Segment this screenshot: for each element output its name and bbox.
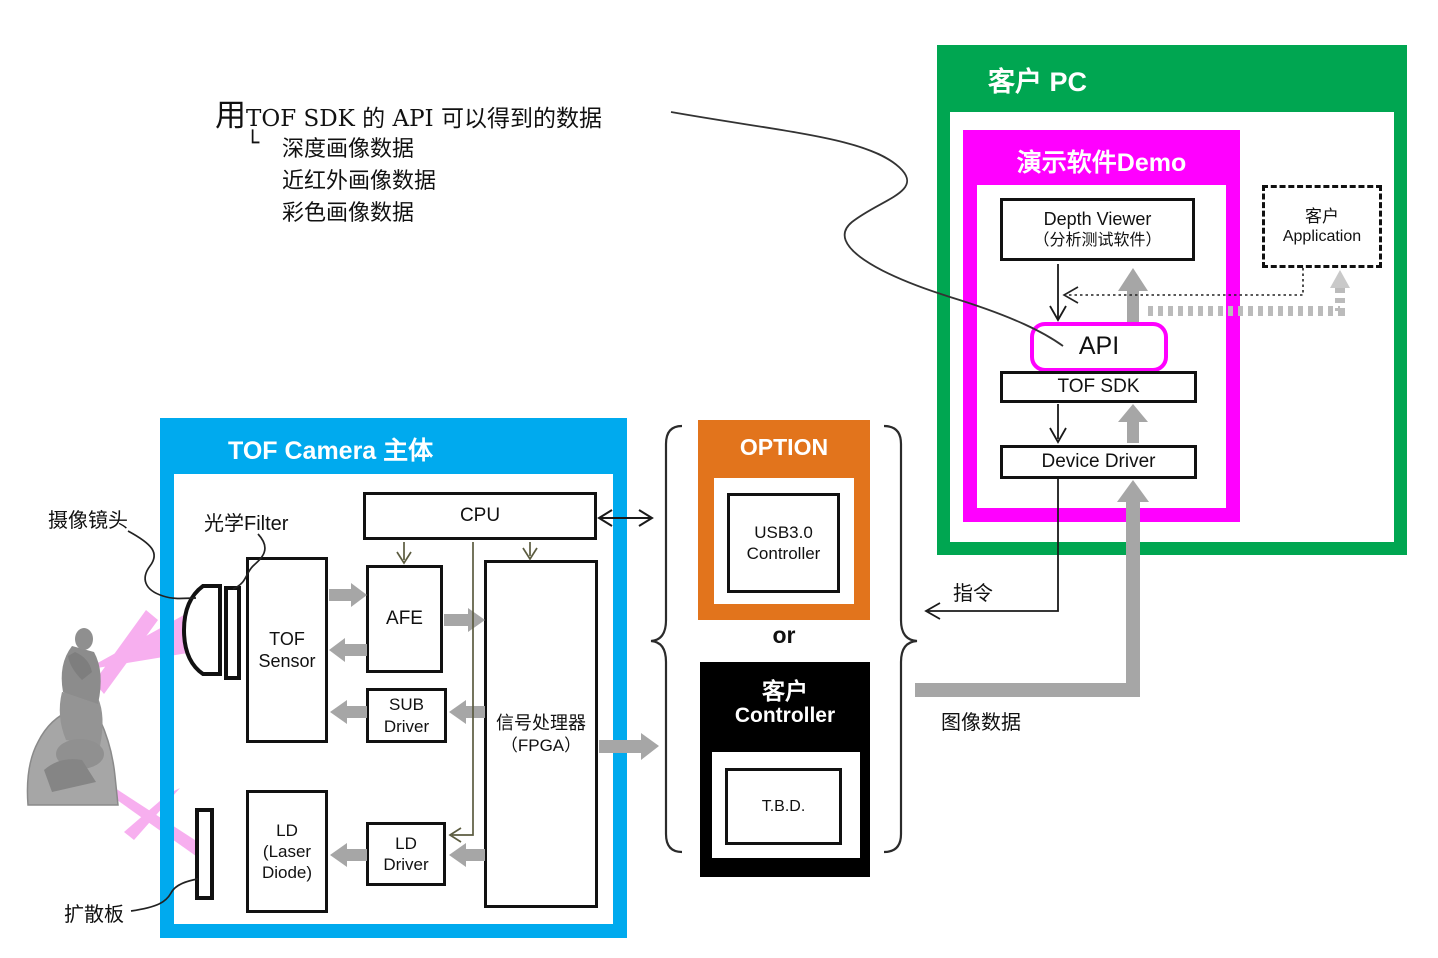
application-up-arrowhead xyxy=(1330,270,1350,288)
driver-to-sdk-arrow xyxy=(1127,421,1139,443)
lddriver-to-ld-arrow xyxy=(347,849,367,861)
application-to-viewer-dotted-arrow xyxy=(1066,268,1303,295)
camera-signal-arrows xyxy=(329,583,659,867)
fpga-to-sub-arrow xyxy=(466,706,485,718)
sensor-to-afe-arrow xyxy=(329,589,351,601)
image-data-line xyxy=(915,683,1140,697)
cpu-external-bus-arrow xyxy=(599,510,652,526)
right-brace xyxy=(884,426,917,852)
data-flow-arrows xyxy=(915,268,1149,697)
command-arrow xyxy=(928,479,1058,611)
image-data-riser xyxy=(1126,500,1140,690)
cpu-control-lines xyxy=(397,542,537,842)
braces xyxy=(651,426,917,852)
optical-filter-shape xyxy=(226,588,239,678)
diffuser-shape xyxy=(197,810,212,898)
filter-leader-line xyxy=(233,534,265,589)
afe-to-sensor-arrow xyxy=(345,644,367,656)
lens-leader-line xyxy=(128,531,196,599)
sub-to-sensor-arrow xyxy=(347,706,367,718)
afe-to-fpga-arrow xyxy=(444,614,468,626)
fpga-to-lddriver-arrow xyxy=(466,849,485,861)
diffuser-leader-line xyxy=(131,879,198,911)
api-to-application-dashed-link xyxy=(1148,288,1340,311)
fpga-output-arrow xyxy=(599,740,641,753)
cpu-to-lddriver-line xyxy=(452,542,473,835)
pc-control-arrows xyxy=(926,264,1066,619)
left-brace xyxy=(651,426,682,852)
camera-lens-shape xyxy=(184,586,220,674)
annotation-callout-line xyxy=(671,112,1063,346)
